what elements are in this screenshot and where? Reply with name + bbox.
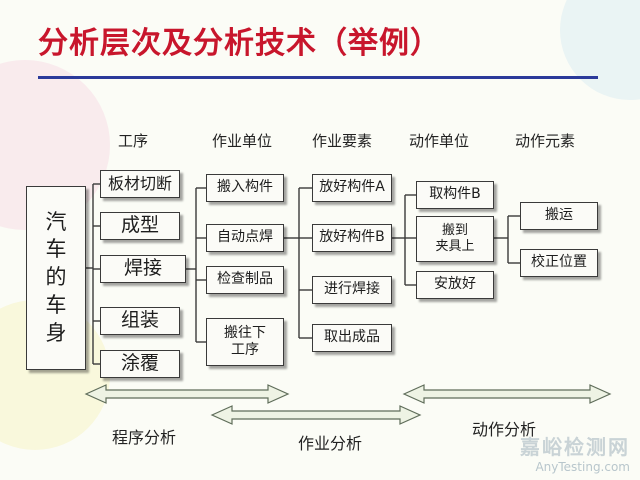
root-char: 的 <box>45 265 67 290</box>
process-box: 焊接 <box>100 255 186 283</box>
motion-unit-box: 安放好 <box>416 271 494 299</box>
work-element-box: 进行焊接 <box>312 276 392 304</box>
work-unit-line: 搬往下 <box>224 324 266 341</box>
work-unit-box: 搬入构件 <box>206 174 284 202</box>
header-work-element: 作业要素 <box>312 132 373 150</box>
root-char: 车 <box>45 292 67 317</box>
header-motion-unit: 动作单位 <box>409 132 470 150</box>
motion-unit-box: 取构件B <box>416 181 494 209</box>
watermark-sub-text: AnyTesting.com <box>535 460 630 474</box>
motion-unit-line: 夹具上 <box>435 239 475 254</box>
work-analysis-label: 作业分析 <box>298 434 363 453</box>
process-box: 组装 <box>100 307 180 335</box>
process-box: 板材切断 <box>100 170 180 198</box>
motion-element-box: 校正位置 <box>520 249 598 277</box>
motion-unit-box: 搬到 夹具上 <box>416 216 494 262</box>
work-element-box: 放好构件A <box>312 174 392 202</box>
motion-element-box: 搬运 <box>520 202 598 230</box>
work-element-box: 取出成品 <box>312 324 392 352</box>
work-unit-box: 搬往下 工序 <box>206 318 284 366</box>
watermark-logo: 嘉峪检测网 AnyTesting.com <box>520 431 630 474</box>
title-underline <box>38 76 598 79</box>
root-char: 汽 <box>45 209 67 234</box>
header-motion-element: 动作元素 <box>515 132 576 150</box>
work-unit-box: 检查制品 <box>206 266 284 294</box>
motion-analysis-label: 动作分析 <box>472 420 537 439</box>
header-process: 工序 <box>118 132 149 150</box>
process-box: 成型 <box>100 212 180 240</box>
root-box-car-body: 汽 车 的 车 身 <box>26 186 86 370</box>
watermark-main-text: 嘉峪检测网 <box>520 435 630 459</box>
process-analysis-label: 程序分析 <box>112 428 177 447</box>
motion-unit-line: 搬到 <box>441 222 468 238</box>
work-unit-box: 自动点焊 <box>206 224 284 252</box>
root-char: 车 <box>45 237 67 262</box>
slide-title: 分析层次及分析技术（举例） <box>38 26 441 61</box>
root-char: 身 <box>45 320 67 345</box>
work-unit-line: 工序 <box>231 342 259 358</box>
header-work-unit: 作业单位 <box>212 132 273 150</box>
process-box: 涂覆 <box>100 350 180 378</box>
work-element-box: 放好构件B <box>312 224 392 252</box>
